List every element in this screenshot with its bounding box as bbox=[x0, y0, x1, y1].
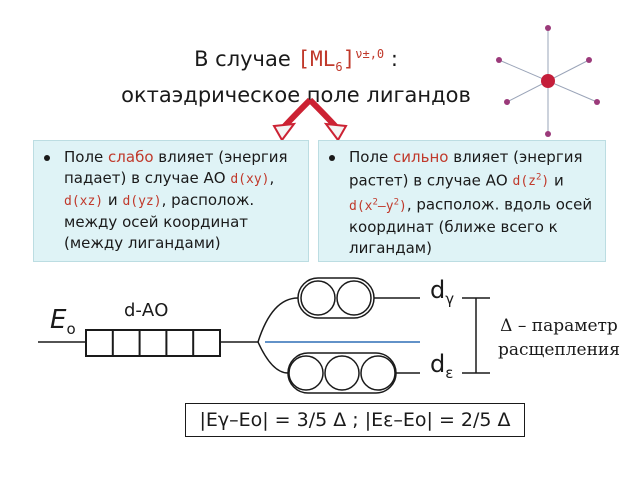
d-ao-label: d-АО bbox=[124, 300, 169, 321]
delta-description: Δ – параметр расщепления bbox=[498, 316, 620, 360]
e0-label: Eo bbox=[50, 305, 76, 339]
deps-label: dε bbox=[430, 350, 454, 382]
bullet-icon bbox=[329, 155, 335, 161]
title-line-1: В случае [ML6]ν±,0 : bbox=[194, 47, 398, 75]
complex-formula: [ML6]ν±,0 bbox=[297, 47, 385, 75]
d-ao-boxes bbox=[85, 329, 221, 357]
energy-equation: |Eγ–Eo| = 3/5 Δ ; |Eε–Eo| = 2/5 Δ bbox=[185, 403, 525, 437]
title-line-2: октаэдрическое поле лигандов bbox=[121, 83, 471, 108]
strong-field-box: Поле сильно влияет (энергия растет) в сл… bbox=[318, 140, 606, 262]
energy-diagram bbox=[38, 277, 490, 394]
bullet-icon bbox=[44, 155, 50, 161]
slide-title: В случае [ML6]ν±,0 : октаэдрическое поле… bbox=[96, 40, 496, 109]
split-arrows bbox=[272, 97, 348, 142]
dgamma-label: dγ bbox=[430, 276, 455, 308]
weak-field-box: Поле слабо влияет (энергия падает) в слу… bbox=[33, 140, 309, 262]
octahedron-icon bbox=[496, 25, 600, 137]
